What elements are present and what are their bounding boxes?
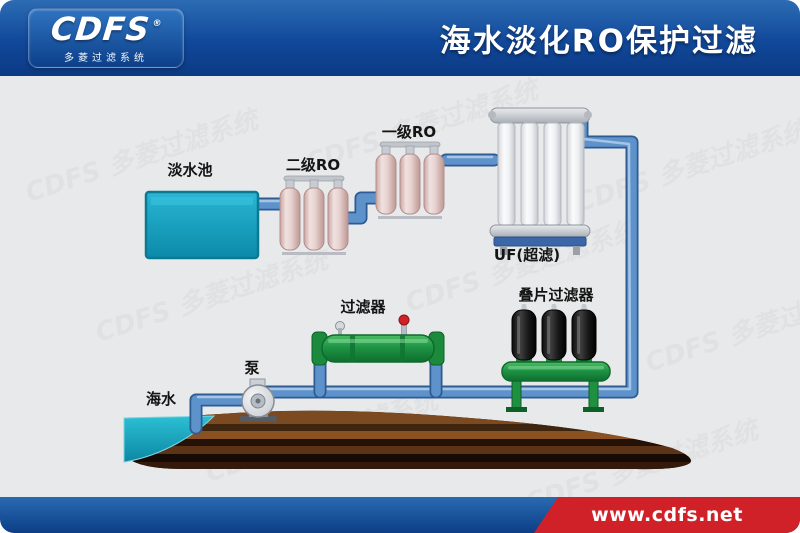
label-disc-filter: 叠片过滤器 — [518, 286, 594, 304]
inline-filter — [311, 314, 445, 366]
footer-bar: www.cdfs.net — [0, 497, 800, 533]
process-diagram: 淡水池 二级RO 一级RO UF(超滤) 过滤器 叠片过滤器 泵 海水 — [123, 107, 691, 470]
freshwater-tank — [144, 190, 260, 260]
main-area: CDFS 多菱过滤系统 CDFS 多菱过滤系统 CDFS 多菱过滤系统 CDFS… — [0, 76, 800, 497]
disc-filter — [501, 304, 611, 412]
first-stage-ro — [375, 141, 445, 219]
label-freshwater-tank: 淡水池 — [167, 161, 212, 179]
footer-red-band: www.cdfs.net — [534, 497, 800, 533]
label-second-ro: 二级RO — [286, 156, 340, 174]
header-bar: CDFS® 多菱过滤系统 海水淡化RO保护过滤 — [0, 0, 800, 76]
label-seawater: 海水 — [146, 390, 177, 408]
pump — [240, 378, 277, 422]
logo-cdfs: CDFS — [48, 9, 152, 48]
uf-unit — [488, 107, 592, 255]
page-title: 海水淡化RO保护过滤 — [439, 23, 758, 60]
logo-text: CDFS® — [48, 9, 163, 48]
logo-subtext: 多菱过滤系统 — [64, 52, 148, 64]
label-filter: 过滤器 — [340, 298, 386, 316]
second-stage-ro — [279, 175, 349, 255]
label-uf: UF(超滤) — [494, 246, 560, 264]
website-url: www.cdfs.net — [591, 504, 743, 526]
diagram-labels: 淡水池 二级RO 一级RO UF(超滤) 过滤器 叠片过滤器 泵 海水 — [146, 123, 595, 408]
registered-mark: ® — [151, 18, 163, 29]
label-first-ro: 一级RO — [382, 123, 436, 141]
filter-valve — [398, 314, 410, 326]
company-logo: CDFS® 多菱过滤系统 — [28, 8, 184, 68]
label-pump: 泵 — [244, 359, 259, 377]
